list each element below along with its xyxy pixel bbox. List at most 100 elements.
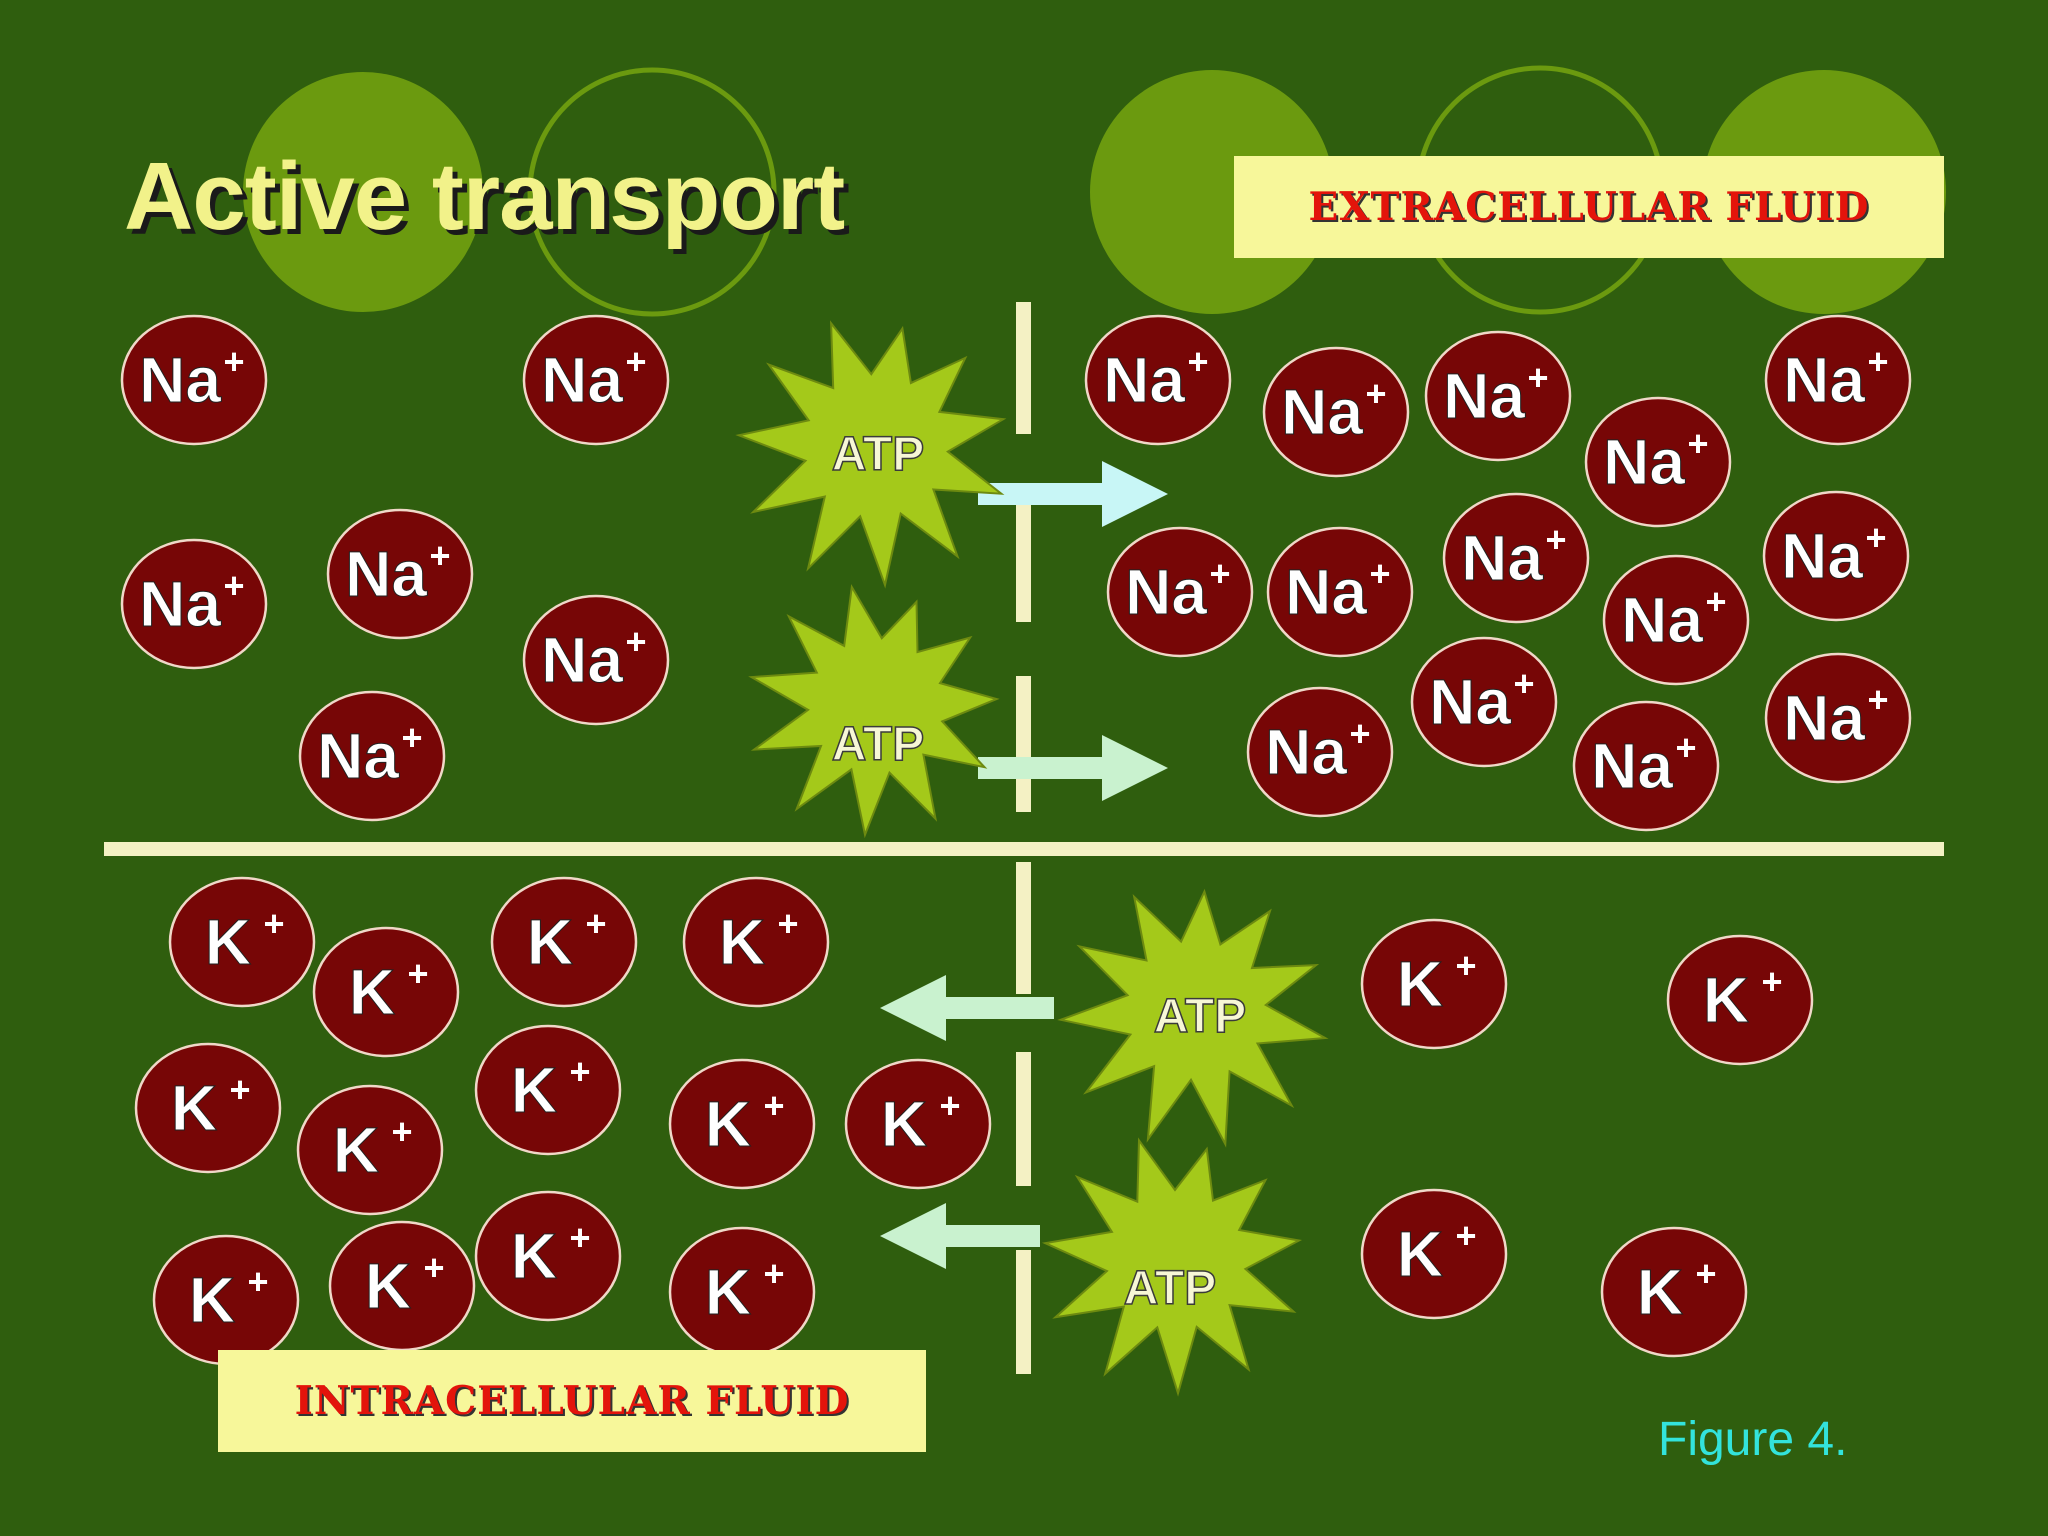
- ion-circle: [134, 1042, 282, 1174]
- intracellular-fluid-label: INTRACELLULAR FLUID: [218, 1350, 926, 1452]
- ion-symbol: Na: [1265, 716, 1347, 788]
- ion-symbol: Na: [541, 344, 623, 416]
- ion-charge: +: [1455, 1215, 1476, 1256]
- potassium-ion: K+: [168, 876, 316, 1008]
- left-arrow-icon: [880, 975, 1054, 1041]
- ion-circle: [1410, 636, 1558, 768]
- sodium-ion: Na+: [1764, 314, 1912, 446]
- ion-symbol: K: [881, 1088, 927, 1160]
- vertical-membrane: [1016, 302, 1031, 1374]
- ion-circle: [522, 594, 670, 726]
- ion-charge: +: [223, 341, 244, 382]
- ion-symbol: K: [333, 1114, 379, 1186]
- potassium-ion: K+: [668, 1226, 816, 1358]
- ion-symbol: Na: [139, 344, 221, 416]
- ion-symbol: Na: [1281, 376, 1363, 448]
- sodium-ion: Na+: [1084, 314, 1232, 446]
- sodium-ion: Na+: [522, 594, 670, 726]
- atp-label: ATP: [1124, 1262, 1216, 1315]
- ion-charge: +: [569, 1217, 590, 1258]
- membrane-segment: [1016, 500, 1031, 622]
- ion-charge: +: [1365, 373, 1386, 414]
- ion-symbol: Na: [139, 568, 221, 640]
- ion-charge: +: [1865, 517, 1886, 558]
- ion-circle: [1602, 554, 1750, 686]
- potassium-ion: K+: [152, 1234, 300, 1366]
- membrane-segment: [1016, 862, 1031, 994]
- ion-circle: [1442, 492, 1590, 624]
- ion-charge: +: [585, 903, 606, 944]
- ion-symbol: Na: [1591, 730, 1673, 802]
- atp-star: ATP: [748, 583, 1000, 839]
- membrane-segment: [1016, 1250, 1031, 1374]
- ion-charge: +: [1187, 341, 1208, 382]
- potassium-ion: K+: [1666, 934, 1814, 1066]
- ion-charge: +: [229, 1069, 250, 1110]
- ion-symbol: K: [171, 1072, 217, 1144]
- ion-charge: +: [763, 1253, 784, 1294]
- potassium-ion: K+: [134, 1042, 282, 1174]
- membrane-segment: [1016, 1052, 1031, 1186]
- right-arrow-icon: [978, 461, 1168, 527]
- slide-title: Active transport: [124, 143, 845, 250]
- ion-symbol: Na: [1783, 682, 1865, 754]
- ion-symbol: Na: [1621, 584, 1703, 656]
- ion-circle: [120, 314, 268, 446]
- ion-symbol: Na: [317, 720, 399, 792]
- ion-symbol: K: [365, 1250, 411, 1322]
- ion-symbol: Na: [541, 624, 623, 696]
- atp-starburst-icon: [1041, 1137, 1303, 1397]
- ion-circle: [1246, 686, 1394, 818]
- sodium-ion: Na+: [298, 690, 446, 822]
- ion-circle: [1600, 1226, 1748, 1358]
- ion-particles: Na+Na+Na+Na+Na+Na+Na+Na+Na+Na+Na+Na+Na+N…: [120, 314, 1912, 1366]
- sodium-ion: Na+: [1266, 526, 1414, 658]
- ion-charge: +: [391, 1111, 412, 1152]
- ion-symbol: Na: [1461, 522, 1543, 594]
- sodium-ion: Na+: [1106, 526, 1254, 658]
- atp-label: ATP: [832, 718, 924, 771]
- transport-arrows: [880, 461, 1168, 1269]
- ion-charge: +: [1705, 581, 1726, 622]
- ion-charge: +: [625, 621, 646, 662]
- ion-circle: [1764, 652, 1912, 784]
- ion-circle: [298, 690, 446, 822]
- potassium-ion: K+: [328, 1220, 476, 1352]
- membrane-segment: [1016, 676, 1031, 812]
- ion-symbol: Na: [1429, 666, 1511, 738]
- ion-circle: [168, 876, 316, 1008]
- ion-circle: [1360, 918, 1508, 1050]
- potassium-ion: K+: [474, 1024, 622, 1156]
- sodium-ion: Na+: [1262, 346, 1410, 478]
- ion-charge: +: [429, 535, 450, 576]
- ion-charge: +: [1761, 961, 1782, 1002]
- ion-symbol: K: [719, 906, 765, 978]
- ion-charge: +: [1527, 357, 1548, 398]
- ion-symbol: Na: [345, 538, 427, 610]
- ion-symbol: Na: [1443, 360, 1525, 432]
- ion-symbol: K: [1397, 948, 1443, 1020]
- ion-circle: [120, 538, 268, 670]
- ion-charge: +: [247, 1261, 268, 1302]
- potassium-ion: K+: [296, 1084, 444, 1216]
- ion-symbol: K: [1397, 1218, 1443, 1290]
- extracellular-fluid-label: EXTRACELLULAR FLUID: [1234, 156, 1944, 258]
- potassium-ion: K+: [1360, 1188, 1508, 1320]
- horizontal-membrane-divider: [104, 842, 1944, 856]
- ion-charge: +: [423, 1247, 444, 1288]
- ion-symbol: K: [349, 956, 395, 1028]
- decor-circle: [243, 72, 483, 312]
- ion-circle: [1106, 526, 1254, 658]
- potassium-ion: K+: [682, 876, 830, 1008]
- ion-symbol: K: [705, 1088, 751, 1160]
- sodium-ion: Na+: [522, 314, 670, 446]
- potassium-ion: K+: [474, 1190, 622, 1322]
- atp-star: ATP: [735, 320, 1007, 589]
- ion-symbol: Na: [1783, 344, 1865, 416]
- atp-starburst-icon: [735, 320, 1007, 589]
- ion-charge: +: [1455, 945, 1476, 986]
- ion-circle: [1764, 314, 1912, 446]
- ion-charge: +: [223, 565, 244, 606]
